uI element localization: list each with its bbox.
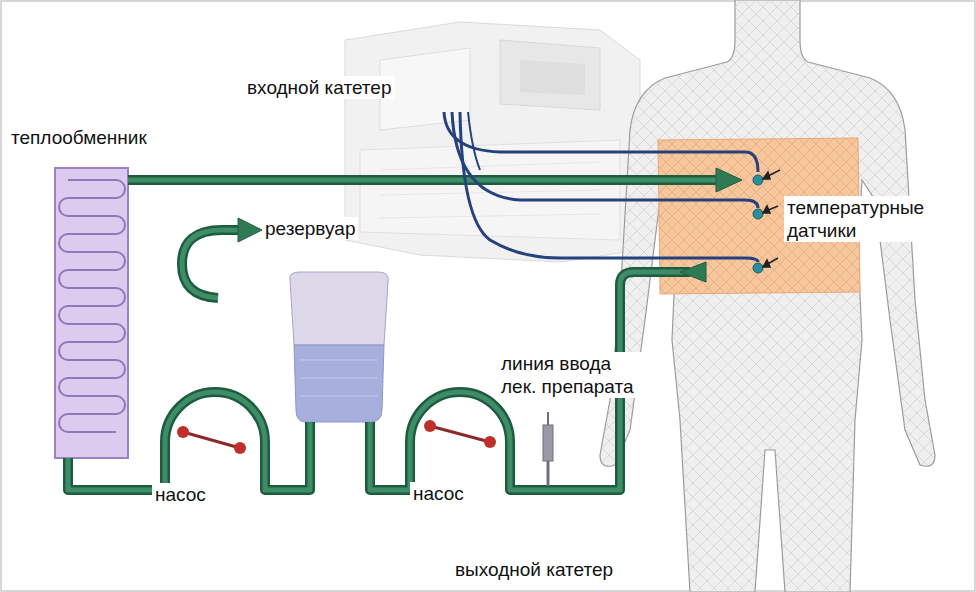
perfusion-tubing <box>68 392 310 490</box>
sensor-pointer <box>763 206 770 213</box>
reservoir-bag <box>290 272 389 422</box>
perfusion-tubing <box>128 178 718 183</box>
catheter-label: выходной катетер <box>452 558 616 581</box>
perfusion-machine <box>345 22 640 262</box>
sensor-label: температурные датчики <box>784 196 940 242</box>
temperature-catheters <box>444 112 758 172</box>
pump-rotor <box>484 436 496 448</box>
temperature-sensor <box>753 263 763 273</box>
pump-rotor <box>183 432 240 448</box>
temperature-catheters <box>452 112 758 208</box>
sensor-pointer <box>763 172 770 179</box>
catheter-label: входной катетер <box>244 76 395 99</box>
sensor-pointer <box>763 260 770 267</box>
perfusion-tubing <box>68 180 718 490</box>
perfusion-machine <box>360 140 620 240</box>
flow-arrowheads <box>680 262 706 282</box>
sensor-pointer <box>763 170 780 267</box>
pump-rotor <box>430 426 490 442</box>
pump-rotor <box>177 420 496 454</box>
patient-figure <box>600 0 935 592</box>
heat-exchanger-coil <box>59 180 125 432</box>
temperature-sensor <box>753 175 763 273</box>
flow-arrowheads <box>238 218 262 242</box>
temperature-catheters <box>468 112 480 170</box>
perfusion-machine <box>345 22 640 262</box>
drug-line-label: линия ввода лек. препарата <box>498 352 654 398</box>
reservoir-bag <box>294 345 384 422</box>
perfusion-tubing <box>128 175 718 185</box>
flow-arrowheads <box>238 168 742 282</box>
perfusion-tubing <box>182 230 240 298</box>
drug-injection-port <box>547 412 549 425</box>
pump-rotor <box>424 420 436 432</box>
pump-rotor <box>177 426 189 438</box>
perfusion-tubing <box>68 392 310 490</box>
temperature-sensor <box>753 209 763 219</box>
heat-exchanger <box>55 168 128 458</box>
temperature-catheters <box>444 112 758 262</box>
temperature-sensor <box>753 175 763 185</box>
perfusion-machine <box>520 60 585 95</box>
perfusion-tubing <box>370 272 690 490</box>
drug-injection-port <box>543 425 553 461</box>
pump-label: насос <box>410 482 467 505</box>
pump-rotor <box>234 442 246 454</box>
part-label: теплообменник <box>8 126 150 149</box>
patient-figure <box>600 0 935 592</box>
perfusion-machine <box>500 40 600 110</box>
temperature-catheters <box>460 112 758 262</box>
drug-injection-port <box>543 412 553 486</box>
perfusion-tubing <box>182 230 240 298</box>
reservoir-bag <box>300 360 378 396</box>
reservoir-bag <box>290 272 389 345</box>
patient-figure <box>600 0 935 592</box>
perfusion-machine <box>380 162 600 218</box>
perfusion-tubing <box>370 272 690 490</box>
drug-injection-port <box>547 461 550 486</box>
part-label: резервуар <box>262 217 358 240</box>
flow-arrowheads <box>716 168 742 192</box>
heat-exchanger <box>55 168 128 458</box>
pump-label: насос <box>152 483 209 506</box>
